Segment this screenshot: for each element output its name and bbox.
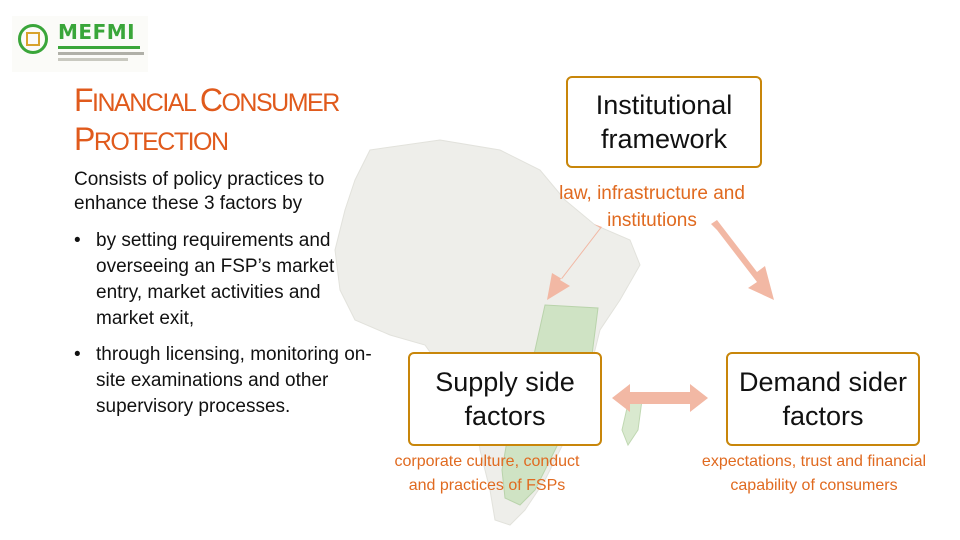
mefmi-logo: MEFMI	[12, 16, 148, 72]
bullet-list: • by setting requirements and overseeing …	[74, 228, 374, 430]
node-demand-description: expectations, trust and financial capabi…	[701, 453, 927, 494]
node-supply-side-factors: Supply side factors	[408, 352, 602, 446]
title-word-consumer: ONSUMER	[221, 89, 340, 117]
node-institutional-description: law, infrastructure and institutions	[559, 183, 745, 231]
intro-text: Consists of policy practices to enhance …	[74, 169, 325, 214]
bullet-glyph: •	[74, 230, 81, 251]
bullet-glyph: •	[74, 344, 81, 365]
node-label: Supply side factors	[435, 367, 575, 431]
logo-underline	[58, 46, 140, 49]
bullet-text: by setting requirements and overseeing a…	[96, 230, 335, 329]
logo-tagline-2	[58, 58, 128, 61]
node-label: Institutional framework	[595, 90, 733, 154]
title-word-protection: ROTECTION	[93, 128, 229, 156]
title-letter-p: P	[74, 121, 95, 157]
node-supply-description: corporate culture, conduct and practices…	[394, 453, 580, 494]
node-label: Demand sider factors	[738, 367, 908, 431]
slide-title: FINANCIAL CONSUMER PROTECTION	[74, 82, 394, 160]
logo-wordmark: MEFMI	[58, 20, 136, 44]
logo-tagline	[58, 52, 144, 55]
title-word-financial: INANCIAL	[92, 89, 200, 117]
logo-emblem-icon	[18, 24, 48, 54]
node-demand-factors: Demand sider factors	[726, 352, 920, 446]
bullet-text: through licensing, monitoring on-site ex…	[96, 344, 372, 417]
node-institutional-framework: Institutional framework	[566, 76, 762, 168]
bullet-item: • by setting requirements and overseeing …	[74, 228, 374, 332]
bullet-item: • through licensing, monitoring on-site e…	[74, 342, 374, 420]
title-letter-f: F	[74, 82, 94, 118]
title-letter-c: C	[199, 82, 223, 118]
